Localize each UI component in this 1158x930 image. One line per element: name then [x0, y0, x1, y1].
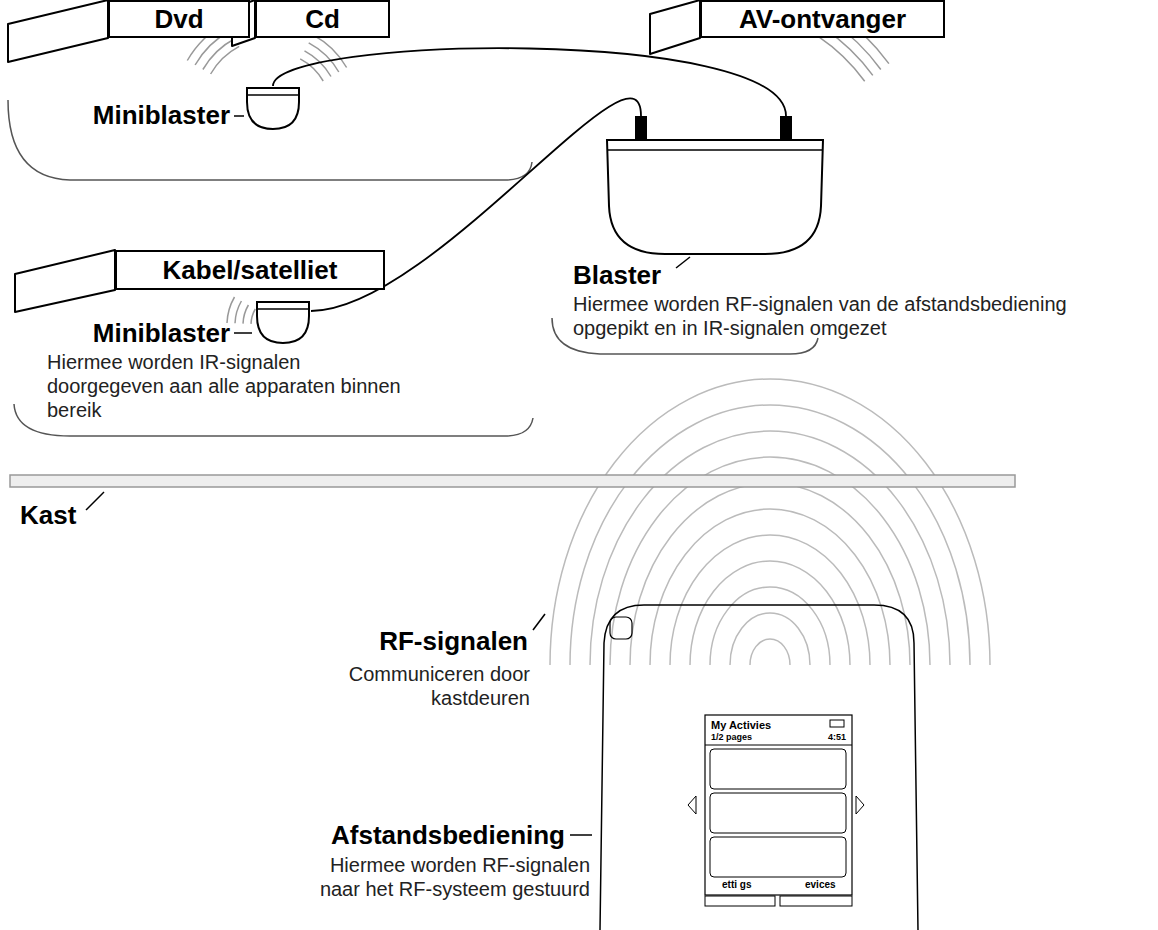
screen-text: 1/2 pages: [711, 732, 791, 743]
part-description: Hiermee worden IR-signalen doorgegeven a…: [47, 350, 412, 422]
blaster: BlasterHiermee worden RF-signalen van de…: [605, 116, 825, 256]
ir-wave: [243, 305, 248, 324]
device-box: Cd: [255, 0, 390, 38]
rf-signal-arcs: [550, 379, 990, 665]
signal-label: RF-signalen: [328, 626, 528, 656]
device-label: Cd: [257, 4, 388, 34]
rf-arc: [630, 483, 910, 665]
device-side: [15, 250, 115, 312]
part-label: Afstandsbediening: [200, 820, 565, 850]
rf-arc: [750, 639, 790, 665]
rf-arc: [610, 457, 930, 665]
cable: [273, 48, 786, 116]
miniblaster-shape: [245, 86, 301, 130]
ir-wave: [203, 39, 235, 70]
remote-control: AfstandsbedieningHiermee worden RF-signa…: [598, 603, 920, 930]
rf-arc: [730, 613, 810, 665]
miniblaster: Miniblaster: [245, 86, 301, 130]
device-label: AV-ontvanger: [702, 4, 943, 34]
device-box: Dvd: [108, 0, 250, 38]
ir-wave: [211, 46, 240, 74]
rf-arc: [590, 431, 950, 665]
rf-arc: [710, 587, 830, 665]
screen-tab: evices: [805, 879, 850, 891]
rf-arc: [670, 535, 870, 665]
device-side: [8, 0, 108, 62]
device-label: Kabel/satelliet: [117, 255, 383, 285]
signal-note: Communiceren door kastdeuren: [330, 662, 530, 710]
part-label: Miniblaster: [10, 318, 230, 348]
part-label: Kast: [20, 500, 120, 530]
screen-clock: 4:51: [800, 732, 846, 743]
part-description: Hiermee worden RF-signalen naar het RF-s…: [290, 853, 590, 901]
device-label: Dvd: [110, 4, 248, 34]
miniblaster: MiniblasterHiermee worden IR-signalen do…: [255, 300, 311, 344]
screen-tab: etti gs: [722, 879, 782, 891]
cabinet-shelf: [10, 475, 1015, 487]
leader-line: [570, 834, 592, 836]
leader-line: [676, 257, 690, 268]
screen-title: My Activies: [711, 719, 821, 732]
miniblaster-shape: [255, 300, 311, 344]
leader-line: [234, 332, 252, 334]
part-label: Miniblaster: [10, 100, 230, 130]
leader-line: [533, 614, 545, 630]
device-box: AV-ontvanger: [700, 0, 945, 38]
leader-line: [86, 492, 104, 510]
rf-arc: [690, 561, 850, 665]
device-box: Kabel/satelliet: [115, 250, 385, 290]
ir-wave: [309, 43, 339, 72]
part-description: Hiermee worden RF-signalen van de afstan…: [573, 292, 1078, 340]
device-side: [650, 0, 700, 54]
blaster-shape: [605, 116, 825, 256]
remote-control-shape: [598, 603, 920, 930]
leader-line: [234, 115, 244, 117]
part-label: Blaster: [573, 260, 773, 290]
ir-wave: [251, 309, 255, 324]
rf-arc: [650, 509, 890, 665]
ir-wave: [235, 301, 241, 323]
rf-arc: [550, 379, 990, 665]
